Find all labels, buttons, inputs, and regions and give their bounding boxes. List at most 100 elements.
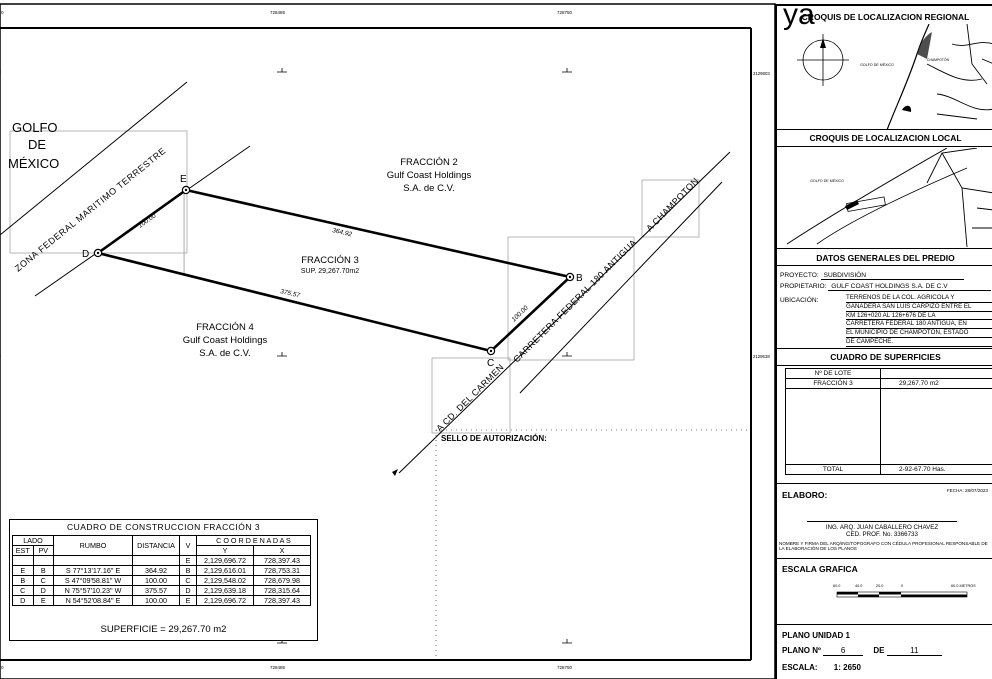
title-block-panel: CROQUIS DE LOCALIZACION REGIONAL ya GOLF… [775,0,992,679]
fraccion3-title: FRACCIÓN 3 [301,255,359,266]
ubicacion-line: DE CAMPECHE. [846,338,992,347]
elaboro-label: ELABORO: [782,490,828,500]
regional-lagoon [917,32,932,59]
ubicacion-line: TERRENOS DE LA COL. AGRICOLA Y [846,294,992,303]
proyecto-value: SUBDIVISIÓN [820,272,964,280]
divider [777,348,992,349]
cell-v: E [179,555,197,566]
fraccion4-line1: FRACCIÓN 4 [196,322,254,333]
dist-d-c: 375.57 [280,288,301,299]
croquis-local-title: CROQUIS DE LOCALIZACION LOCAL [809,133,962,143]
cell-y: 2,129,696.72 [196,555,254,566]
vertex-e-label: E [180,174,187,185]
scale-tick: 60.0 METROS [951,584,976,588]
fraccion4-label: FRACCIÓN 4 Gulf Coast Holdings S.A. de C… [183,322,268,359]
grid-dotted-lines [0,71,750,658]
datos-generales-title: DATOS GENERALES DEL PREDIO [816,253,955,263]
table-row: E B S 77°13'17.16" E 364.92 B 2,129,616.… [12,565,311,576]
scale-tick: 0 [901,584,903,588]
local-golfo-label: GOLFO DE MÉXICO [810,178,844,183]
regional-roads [926,24,992,120]
golfo-line3: MÉXICO [8,156,59,171]
table-row [785,388,992,465]
cell-v: E [179,595,197,606]
h-pv: PV [32,545,54,556]
ing-name: ING. ARQ. JUAN CABALLERO CHAVEZ [825,524,939,531]
arrow-to-carmen-icon [392,469,398,476]
tick-bottom-1: 728485 [270,665,286,670]
firma-note: NOMBRE Y FIRMA DEL ARQ/ING/TOPOGRAFO CON… [779,541,988,551]
vertex-dots [96,188,572,353]
regional-coast [886,24,930,130]
construction-table: LADO RUMBO DISTANCIA V C O O R D E N A D… [12,535,311,606]
cedula: CED. PROF. No. 3366733 [846,531,918,538]
construction-table-title: CUADRO DE CONSTRUCCION FRACCIÓN 3 [66,522,261,532]
table-row: FRACCIÓN 3 29,267.70 m2 [785,378,992,389]
h-no-lote: Nº DE LOTE [785,368,881,379]
ubicacion-line: CARRETERA FEDERAL 180 ANTIGUA, EN [846,320,992,330]
cell-y: 2,129,616.01 [196,565,254,576]
cell-pv: D [32,585,54,596]
golfo-line2: DE [28,137,46,152]
regional-sketch-map: GOLFO DE MÉXICO CHAMPOTÓN [797,24,992,130]
proyecto-row: PROYECTO: SUBDIVISIÓN [780,272,964,280]
escala-grafica-title: ESCALA GRAFICA [782,564,858,574]
divider [777,483,992,484]
divider [777,558,992,559]
scale-tick: 60.0 [833,584,840,588]
total-value: 2-92-67.70 Has. [880,464,992,475]
h-coordenadas: C O O R D E N A D A S [196,535,311,546]
cell-dist: 375.57 [132,585,180,596]
cell-y: 2,129,548.02 [196,575,254,586]
cell-pv: C [32,575,54,586]
empty-cell [880,388,992,465]
dist-e-b: 364.92 [332,227,353,238]
divider [777,248,992,249]
cell-area: 29,267.70 m2 [880,378,992,389]
total-label: TOTAL [785,464,881,475]
cell-y: 2,129,696.72 [196,595,254,606]
propietario-value: GULF COAST HOLDINGS S.A. DE C.V [828,283,992,291]
cell-rumbo: N 75°57'10.23" W [53,585,133,596]
regional-site-marker [902,105,912,112]
tick-corner-bottom: 0 [1,665,4,670]
h-y: Y [196,545,254,556]
escala-value: 1: 2650 [833,663,861,672]
table-row: C D N 75°57'10.23" W 375.57 D 2,129,639.… [12,585,311,596]
h-distancia: DISTANCIA [132,535,180,556]
divider [777,129,992,130]
dist-c-b: 100.00 [511,304,530,323]
table-row: D E N 54°52'08.84" E 100.00 E 2,129,696.… [12,595,311,606]
regional-golfo-label: GOLFO DE MÉXICO [860,62,894,67]
cell-pv: B [32,565,54,576]
vertex-b-label: B [576,273,583,284]
local-road [816,167,968,245]
fraccion2-line3: S.A. de C.V. [403,183,454,194]
escala-label: ESCALA: [782,663,818,672]
table-row: Nº DE LOTE [785,368,992,379]
local-sketch-map: GOLFO DE MÉXICO [786,148,992,247]
grid-crosses [277,68,572,644]
highway-edge-east [519,181,723,394]
ubicacion-line: EL MUNICIPIO DE CHAMPOTÓN, ESTADO [846,329,992,338]
cell-x: 728,679.98 [253,575,311,586]
signature-line [807,521,957,522]
cell-est: E [12,565,34,576]
plano-no: 6 [823,646,864,656]
cell-dist: 100.00 [132,595,180,606]
h-v: V [179,535,197,556]
cell-dist: 364.92 [132,565,180,576]
table-row: B C S 47°09'58.81" W 100.00 C 2,129,548.… [12,575,311,586]
carretera-label: CARRETERA FEDERAL 180 ANTIGUA [511,237,638,364]
scale-bar: 60.0 40.0 20.0 0 60.0 METROS [833,584,976,598]
dist-d-e: 100.00 [137,212,158,229]
cell-x: 728,397.43 [253,595,311,606]
h-est: EST [12,545,34,556]
escala-row: ESCALA: 1: 2650 [782,663,861,672]
h-rumbo: RUMBO [53,535,133,556]
fraccion4-line2: Gulf Coast Holdings [183,335,268,346]
construction-table-box: CUADRO DE CONSTRUCCION FRACCIÓN 3 LADO R… [9,519,318,641]
fraccion2-label: FRACCIÓN 2 Gulf Coast Holdings S.A. de C… [387,157,472,194]
h-empty [880,368,992,379]
